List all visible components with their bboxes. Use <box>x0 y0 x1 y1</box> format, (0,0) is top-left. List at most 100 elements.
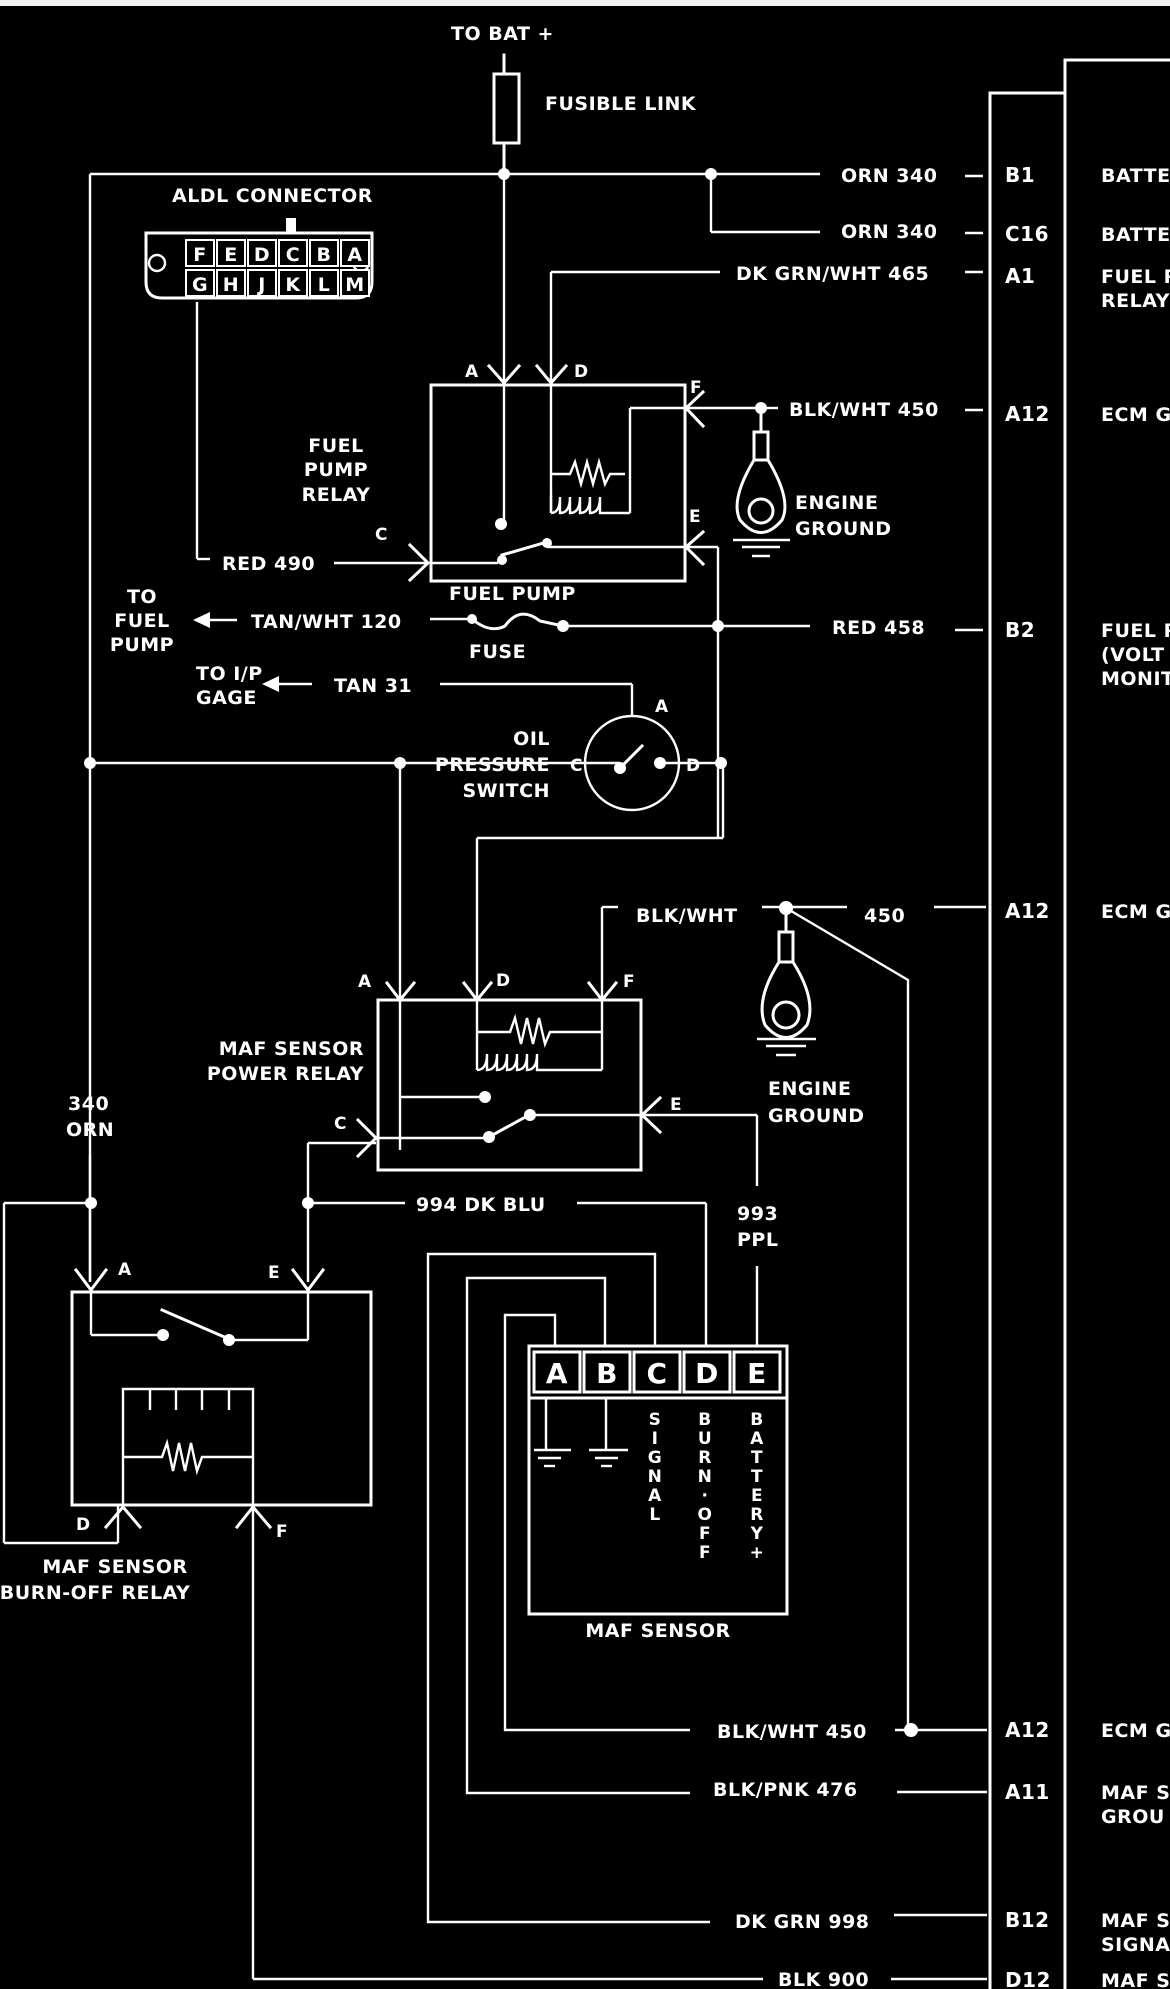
wire-label-994-dkblu: 994 DK BLU <box>416 1194 546 1216</box>
pin-connector-icon <box>486 363 522 386</box>
contact-dot <box>157 1329 169 1341</box>
pin-label: D <box>496 971 511 991</box>
battery-feed: TO BAT + FUSIBLE LINK <box>451 23 696 176</box>
output-label: TO I/P <box>196 663 263 685</box>
to-battery-label: TO BAT + <box>451 23 554 45</box>
component-label: POWER RELAY <box>207 1063 364 1085</box>
pin-connector-icon <box>355 1117 379 1159</box>
ecm-pin-label: A12 <box>1005 1718 1050 1742</box>
pin-connector-icon <box>73 1267 109 1293</box>
maf-pin-label: E <box>747 1357 767 1390</box>
ecm-pin-description: ECM G <box>1101 901 1170 923</box>
aldl-pin-cell <box>216 239 246 267</box>
component-label: BURN-OFF RELAY <box>0 1582 190 1604</box>
wire-label-dkgrn-998: DK GRN 998 <box>735 1911 870 1933</box>
pin-label: A <box>655 697 669 717</box>
ecm-pin-description: MONIT <box>1101 668 1170 690</box>
aldl-pin-cell <box>185 269 215 297</box>
wire-label-450: 450 <box>864 905 905 927</box>
pin-label: D <box>686 756 701 776</box>
pin-label: F <box>623 972 635 992</box>
contact-dot <box>479 1091 491 1103</box>
pin-connector-icon <box>461 980 494 1003</box>
ecm-pin-label: A1 <box>1005 264 1035 288</box>
aldl-pin-cell <box>185 239 215 267</box>
output-label: PUMP <box>110 634 174 656</box>
maf-function-char: I <box>652 1429 659 1449</box>
engine-ground-label: GROUND <box>768 1105 864 1127</box>
fusible-link-icon <box>492 72 521 145</box>
junction-dot <box>84 757 96 769</box>
ecm-pin-description: ECM G <box>1101 404 1170 426</box>
aldl-key <box>286 218 296 232</box>
junction-dot <box>715 757 727 769</box>
ecm-pin-description: ECM G <box>1101 1720 1170 1742</box>
ecm-pin-label: B2 <box>1005 618 1035 642</box>
maf-pin-cell <box>582 1350 632 1394</box>
wire-label-tan-31: TAN 31 <box>334 675 412 697</box>
aldl-pin-cell <box>340 239 370 267</box>
maf-function-char: E <box>751 1486 763 1506</box>
pin-label: D <box>574 362 589 382</box>
aldl-pin-label: M <box>345 274 364 296</box>
maf-function-char: F <box>699 1524 711 1544</box>
wire-label-red-458: RED 458 <box>832 617 925 639</box>
wire-label-blkpnk-476: BLK/PNK 476 <box>713 1779 858 1801</box>
maf-function-char: T <box>751 1467 763 1487</box>
fuel-pump-fuse: FUEL PUMP FUSE <box>449 583 576 663</box>
coil-icon <box>476 1053 602 1072</box>
ecm-pin-description: SIGNA <box>1101 1934 1170 1956</box>
maf-pin-cell <box>732 1350 782 1394</box>
component-label: SWITCH <box>462 780 550 802</box>
wire-label-blk-900: BLK 900 <box>778 1969 869 1989</box>
ecm-pin-description: FUEL P <box>1101 620 1170 642</box>
ecm-pin-description: MAF S <box>1101 1782 1170 1804</box>
ground-lug-icon <box>735 457 787 534</box>
maf-function-char: + <box>750 1543 765 1563</box>
pin-label: A <box>358 972 372 992</box>
ecm-pin-description: BATTE <box>1101 224 1170 246</box>
component-label: MAF SENSOR <box>219 1038 364 1060</box>
component-label: PRESSURE <box>435 754 550 776</box>
maf-function-char: N <box>648 1467 663 1487</box>
ecm-pin-description: RELAY <box>1101 290 1170 312</box>
output-label: FUEL <box>114 610 170 632</box>
maf-burnoff-relay: A E D F MAF SENSOR BURN-OFF RELAY <box>0 1260 373 1979</box>
aldl-pin-label: J <box>256 274 266 296</box>
engine-ground-label: ENGINE <box>795 492 878 514</box>
aldl-pin-cell <box>278 239 308 267</box>
ecm-pin-label: A11 <box>1005 1780 1050 1804</box>
switch-arm <box>160 1308 231 1341</box>
fuse-label: FUSE <box>469 641 526 663</box>
aldl-pin-label: G <box>192 274 208 296</box>
switch-arm <box>486 1112 532 1140</box>
ground-lug-icon <box>760 959 812 1039</box>
maf-function-char: A <box>648 1486 662 1506</box>
pin-connector-icon <box>384 980 417 1003</box>
maf-function-char: R <box>698 1448 712 1468</box>
oil-pressure-switch: A C D OIL PRESSURE SWITCH <box>435 697 701 812</box>
aldl-pin-label: D <box>254 244 270 266</box>
aldl-mount-hole <box>147 253 167 273</box>
junction-dot <box>755 402 767 414</box>
engine-ground-label: ENGINE <box>768 1078 851 1100</box>
pin-label: C <box>570 756 583 776</box>
engine-ground-1: ENGINE GROUND <box>733 412 891 558</box>
pin-label: A <box>465 362 479 382</box>
wire-label-orn-340: ORN 340 <box>841 221 937 243</box>
pin-label: C <box>375 525 388 545</box>
maf-burnoff-relay-box <box>70 1290 373 1507</box>
pin-label: F <box>690 378 702 398</box>
ecm-connector-outline <box>988 91 1067 1989</box>
aldl-pin-label: K <box>285 274 301 296</box>
maf-function-char: R <box>750 1505 764 1525</box>
pin-label: A <box>118 1260 132 1280</box>
resistor-icon <box>477 1013 602 1048</box>
arrow-left-icon <box>193 612 210 628</box>
ecm-pin-label: A12 <box>1005 402 1050 426</box>
fuse-label: FUEL PUMP <box>449 583 576 605</box>
wire <box>426 1252 710 1924</box>
maf-function-char: U <box>698 1429 712 1449</box>
ecm-pin-description: FUEL P <box>1101 266 1170 288</box>
